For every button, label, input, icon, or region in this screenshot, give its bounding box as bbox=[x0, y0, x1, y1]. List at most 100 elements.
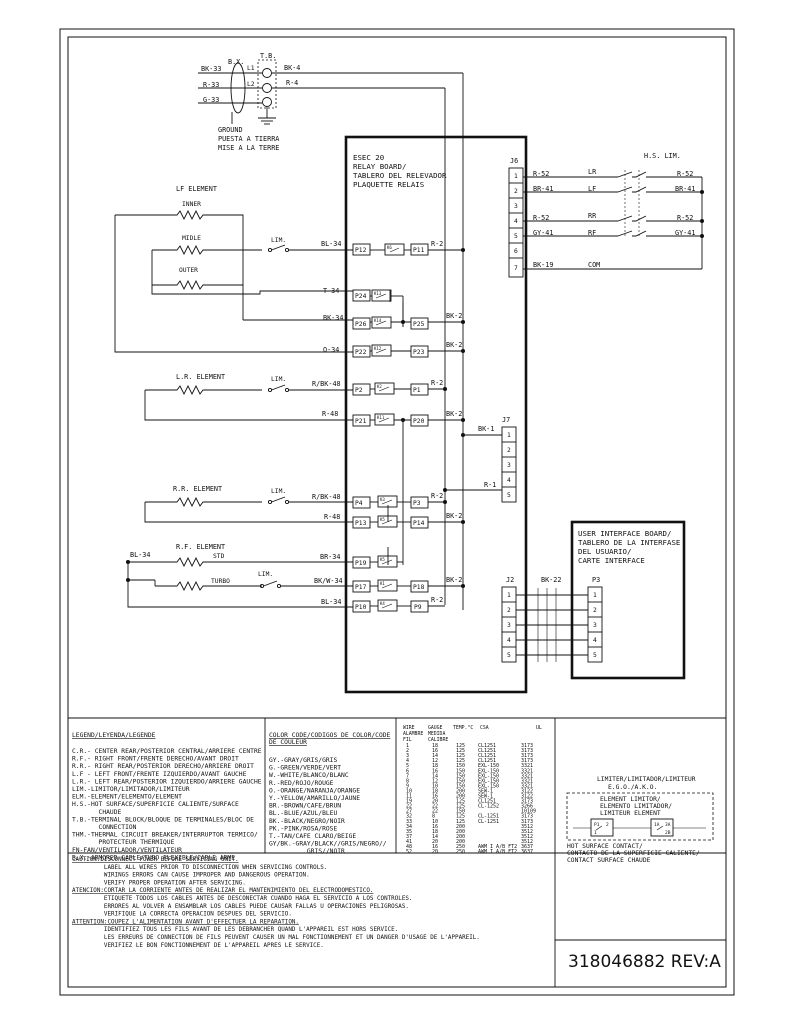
document-number: 318046882 REV:A bbox=[568, 952, 721, 972]
lr-coil bbox=[145, 384, 262, 396]
armored-cable bbox=[230, 62, 246, 114]
right-wire-bk2-d: BK-2 bbox=[446, 512, 462, 520]
rf-title: R.F. ELEMENT bbox=[176, 543, 225, 551]
wire-table-cell: 7 bbox=[406, 773, 409, 779]
wire-table-cell: 14 bbox=[432, 773, 438, 779]
j7-pin-1: 1 bbox=[507, 432, 511, 439]
wire-table-cell: 150 bbox=[456, 763, 465, 769]
power-block: BK-33 R-33 G-33 B.X. T.B. L1 L2 BK-4 R-4… bbox=[198, 52, 463, 152]
lf-element: LF ELEMENT INNER MIDLE OUTER LIM. bbox=[114, 185, 353, 353]
bk22-label: BK-22 bbox=[541, 576, 561, 584]
tb-label: T.B. bbox=[260, 52, 276, 60]
wire-table-cell: AWM I A/B FT2 bbox=[478, 844, 517, 850]
wire-table-cell: 16 bbox=[432, 768, 438, 774]
port-p3: P3 bbox=[413, 500, 421, 507]
caution-line: VERIFIEZ LE BON FONCTIONNEMENT DE L'APPA… bbox=[72, 943, 324, 949]
legend-line: CONNECTION bbox=[72, 824, 137, 831]
caution-line: ERRORES AL VOLVER A ENSAMBLAR LOS CABLES… bbox=[72, 904, 409, 910]
j6-pin-6: 6 bbox=[514, 248, 518, 255]
legend-line: H.S.-HOT SURFACE/SUPERFICIE CALIENTE/SUR… bbox=[72, 801, 239, 808]
limiter-box-2: ELEMENTO LIMITADOR/ bbox=[600, 803, 672, 810]
caution-line: ETIQUETE TODOS LOS CABLES ANTES DE DESCO… bbox=[72, 896, 412, 902]
j7-bk1-label: BK-1 bbox=[478, 425, 494, 433]
color-code-line: R.-RED/ROJO/ROUGE bbox=[269, 780, 334, 787]
wire-table-cell: 3173 bbox=[521, 753, 533, 759]
port-p4: P4 bbox=[355, 500, 363, 507]
wire-table-cell: 11 bbox=[406, 794, 412, 800]
caution-line: WIRINGS ERRORS CAN CAUSE IMPROPER AND DA… bbox=[72, 873, 310, 879]
wire-table-cell: 3512 bbox=[521, 839, 533, 845]
wire-table-header: GAUGE bbox=[428, 725, 443, 731]
wire-table-cell: 22 bbox=[432, 804, 438, 810]
port-p18: P18 bbox=[413, 584, 425, 591]
hs-pos-com: COM bbox=[588, 261, 600, 269]
wire-table-cell: SEW-1 bbox=[478, 788, 493, 794]
j6-pin-1: 1 bbox=[514, 173, 518, 180]
color-code-line: PK.-PINK/ROSA/ROSE bbox=[269, 825, 337, 832]
lr-lim-label: LIM. bbox=[271, 376, 286, 383]
wire-table-cell: 18 bbox=[432, 788, 438, 794]
wire-table-cell: 16 bbox=[432, 824, 438, 830]
wire-table-cell: 8 bbox=[406, 778, 409, 784]
wire-table-header: TEMP.°C bbox=[453, 725, 473, 731]
outer-frame bbox=[59, 28, 735, 996]
port-p25: P25 bbox=[413, 321, 425, 328]
wire-table-cell: 3173 bbox=[521, 743, 533, 749]
wire-table-header: UL bbox=[536, 725, 542, 731]
wire-table-cell: 125 bbox=[456, 743, 465, 749]
port-p10: P10 bbox=[355, 604, 367, 611]
wire-label-rbk48-b: R/BK-48 bbox=[312, 493, 341, 501]
lf-inner-coil bbox=[115, 209, 244, 250]
wire-table-cell: 10 bbox=[432, 783, 438, 789]
legend-title: LEGEND/LEYENDA/LEGENDE bbox=[72, 732, 156, 739]
ui-board: USER INTERFACE BOARD/ TABLERO DE LA INTE… bbox=[501, 520, 686, 680]
port-p9: P9 bbox=[414, 604, 422, 611]
relay-k14: K14 bbox=[374, 318, 382, 323]
wire-table-cell: CL1251 bbox=[478, 799, 496, 805]
wire-table-cell: CL-1251 bbox=[478, 814, 499, 820]
wire-table-cell: 200 bbox=[456, 794, 465, 800]
color-code-line: W.-WHITE/BLANCO/BLANC bbox=[269, 772, 349, 779]
wire-table-cell: CL-1252 bbox=[478, 804, 499, 810]
wire-table-cell: 1 bbox=[406, 743, 409, 749]
color-code-title: DE COULEUR bbox=[269, 739, 307, 746]
hs-right-gy41: GY-41 bbox=[675, 229, 695, 237]
wire-table-cell: 10 bbox=[432, 819, 438, 825]
wire-table-cell: 250 bbox=[456, 849, 465, 855]
hs-lim-title: H.S. LIM. bbox=[644, 152, 681, 160]
color-code-line: O.-ORANGE/NARANJA/ORANGE bbox=[269, 787, 360, 794]
legend-line: R.R.- RIGHT REAR/POSTERIOR DERECHO/ARRIE… bbox=[72, 763, 254, 770]
wire-label-bk34: BK-34 bbox=[323, 314, 343, 322]
wire-table-cell: 35 bbox=[406, 829, 412, 835]
port-p14: P14 bbox=[413, 520, 425, 527]
legend-line: ELM.-ELEMENT/ELEMENTO/ELEMENT bbox=[72, 794, 182, 801]
wire-table-cell: 3321 bbox=[521, 768, 533, 774]
wire-table-cell: 10 bbox=[406, 788, 412, 794]
wire-table-cell: EXL-150 bbox=[478, 783, 499, 789]
color-code-line: BK.-BLACK/NEGRO/NOIR bbox=[269, 818, 345, 825]
hs-wire-br41-a: BR-41 bbox=[533, 185, 553, 193]
rf-turbo-coil bbox=[155, 580, 262, 592]
ui-title-1: USER INTERFACE BOARD/ bbox=[578, 529, 671, 538]
wire-table-cell: 12 bbox=[432, 758, 438, 764]
j6-pin-3: 3 bbox=[514, 203, 518, 210]
j2-pin-5: 5 bbox=[507, 652, 511, 659]
wire-table-cell: 250 bbox=[456, 844, 465, 850]
wire-table-cell: 10109 bbox=[521, 809, 536, 815]
p3-pin-4: 4 bbox=[593, 637, 597, 644]
lim-caption-2: CONTACTO DE LA SUPERFICIE CALIENTE/ bbox=[567, 850, 700, 857]
wire-table-header: MEDIDA bbox=[428, 731, 445, 737]
wire-table-cell: 3321 bbox=[521, 763, 533, 769]
relay-title-1: ESEC 20 bbox=[353, 153, 384, 162]
right-wire-r2-d: R-2 bbox=[431, 596, 443, 604]
j6-hs-lim: J6 H.S. LIM. 1 2 3 4 5 6 7 R-52 BR-41 R-… bbox=[508, 152, 704, 278]
color-code-line: BL.-BLUE/AZUL/BLEU bbox=[269, 810, 337, 817]
r33-label: R-33 bbox=[203, 81, 219, 89]
rr-element: R.R. ELEMENT LIM. bbox=[144, 485, 353, 523]
lim-caption-3: CONTACT SURFACE CHAUDE bbox=[567, 857, 651, 864]
color-code-line: T.-TAN/CAFE CLARO/BEIGE bbox=[269, 833, 356, 840]
wire-table-cell: 2 bbox=[406, 748, 409, 754]
port-p21: P21 bbox=[355, 418, 367, 425]
wire-table-cell: 3266 bbox=[521, 804, 533, 810]
j7-pin-4: 4 bbox=[507, 477, 511, 484]
